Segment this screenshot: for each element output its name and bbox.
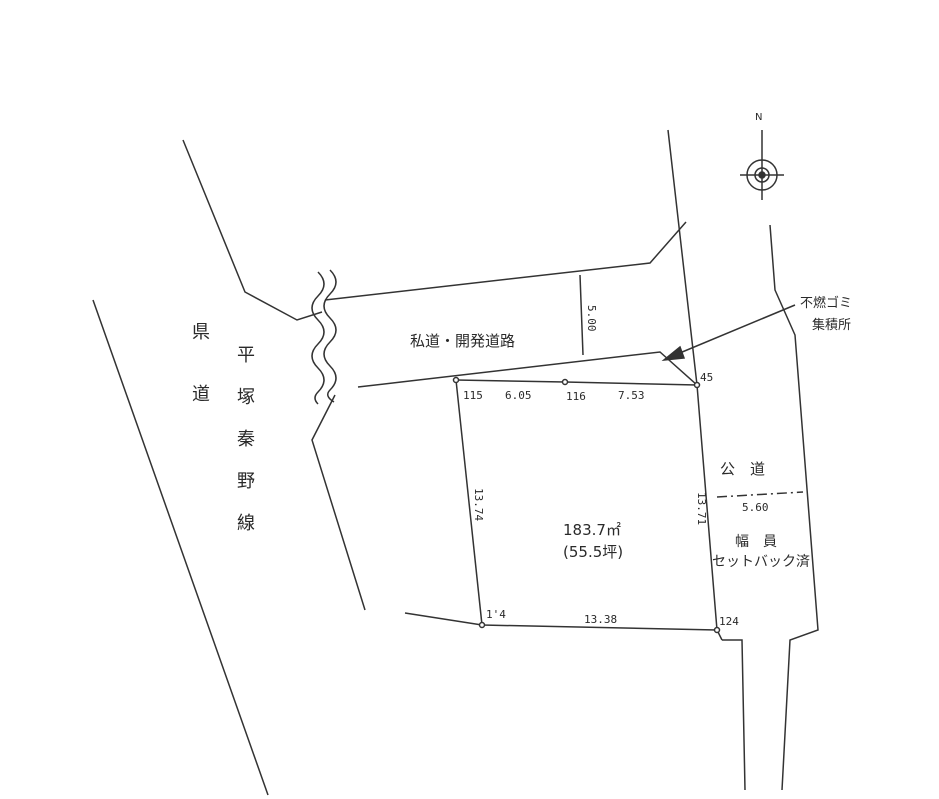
public-road-west-lower xyxy=(722,639,746,791)
private-road-width: 5.00 xyxy=(585,305,598,332)
break-line-2 xyxy=(323,269,337,403)
lot-east-boundary xyxy=(667,129,723,641)
dimension-7-53: 7.53 xyxy=(618,389,645,402)
road-width-dimension xyxy=(716,491,804,498)
prefectural-road-west-edge xyxy=(92,299,269,796)
prefectural-road-label-1: 県 xyxy=(189,322,210,360)
dimension-south: 13.38 xyxy=(584,613,618,626)
dimension-6-05: 6.05 xyxy=(505,389,532,402)
compass-north-label: N xyxy=(755,112,763,123)
private-road-south-edge xyxy=(357,351,698,388)
garbage-arrow xyxy=(674,304,796,356)
lot-area: 183.7㎡ xyxy=(563,521,621,539)
garbage-label-2: 集積所 xyxy=(812,318,852,333)
road-width-label: 幅 員 xyxy=(735,534,777,550)
point-114: 1'4 xyxy=(486,608,506,621)
public-road-east-edge xyxy=(769,224,819,791)
private-road-label: 私道・開発道路 xyxy=(410,332,516,350)
setback-label: セットバック済 xyxy=(712,554,810,570)
lot-north-boundary xyxy=(455,379,698,386)
prefectural-road-east-edge-upper xyxy=(182,139,323,321)
prefectural-road-east-edge-lower xyxy=(311,394,366,611)
lot-west-boundary xyxy=(455,379,483,626)
garbage-label-1: 不燃ゴミ xyxy=(800,296,853,311)
prefectural-road-name: 平塚秦野線 xyxy=(234,345,255,555)
point-116: 116 xyxy=(566,390,586,403)
point-115: 115 xyxy=(463,389,483,402)
dimension-west: 13.74 xyxy=(472,488,485,522)
point-45: 45 xyxy=(700,371,714,384)
arrow-head xyxy=(661,345,686,361)
dimension-east: 13.71 xyxy=(695,492,708,526)
public-road-label: 公 道 xyxy=(720,460,766,478)
survey-points xyxy=(452,376,721,634)
lot-area-tsubo: (55.5坪) xyxy=(563,543,624,561)
private-road-north-edge xyxy=(324,221,687,301)
lot-south-boundary xyxy=(404,612,718,631)
compass-icon xyxy=(740,130,784,200)
prefectural-road-label-2: 道 xyxy=(189,384,210,422)
point-124: 124 xyxy=(719,615,739,628)
road-width-dimension-label: 5.60 xyxy=(742,501,769,514)
private-road-width-line xyxy=(579,274,584,356)
break-line xyxy=(311,271,325,405)
